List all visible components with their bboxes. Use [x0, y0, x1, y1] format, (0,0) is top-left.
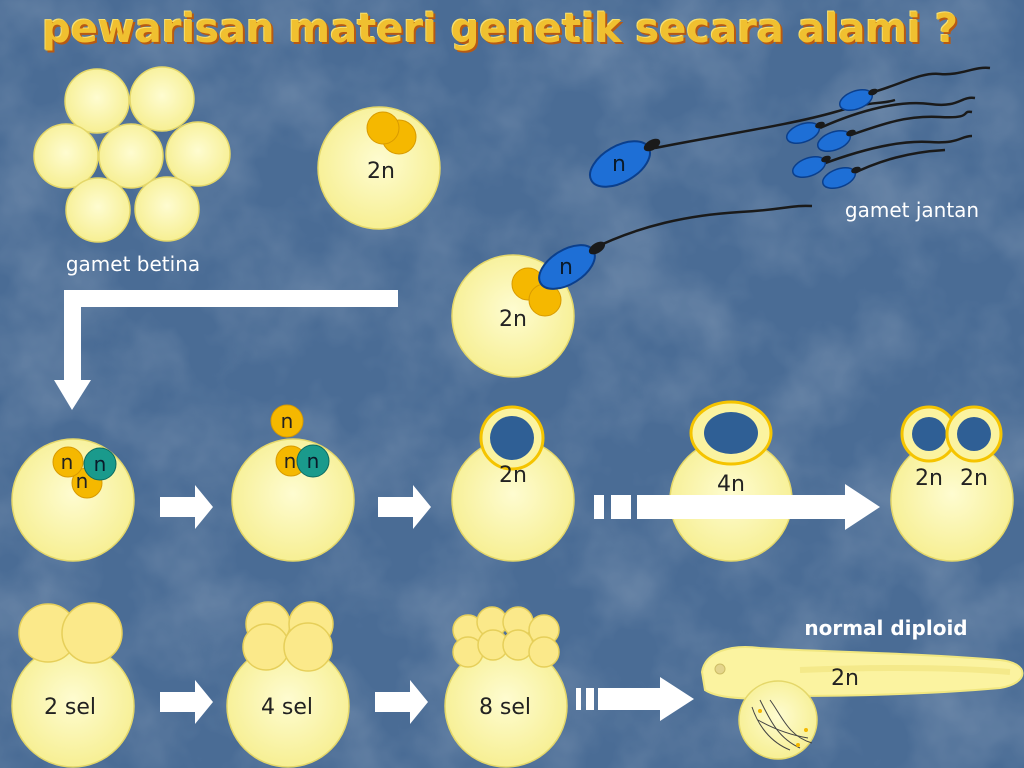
stage-3-egg: 2n: [451, 405, 575, 562]
slide-title: pewarisan materi genetik secara alami ?: [42, 6, 958, 52]
arrow-2-3: [378, 485, 431, 529]
stage4-ploidy: 4n: [717, 472, 745, 497]
stage3-ploidy: 2n: [499, 463, 527, 488]
arrow-3-4: [637, 484, 880, 530]
arrow-1-2: [160, 485, 213, 529]
label-4-sel: 4 sel: [261, 695, 313, 720]
label-fert-sperm-n: n: [559, 255, 573, 280]
stage5-right: 2n: [960, 466, 988, 491]
sperm-cluster: n: [589, 66, 991, 190]
stage2-n1: n: [284, 449, 297, 473]
elbow-arrow: [54, 290, 398, 410]
stage-1-egg: n n n: [11, 438, 135, 562]
stage2-n2: n: [307, 449, 320, 473]
label-larva-ploidy: 2n: [831, 666, 859, 691]
label-fert-ploidy: 2n: [499, 307, 527, 332]
stage1-n3: n: [76, 469, 89, 493]
label-8-sel: 8 sel: [479, 695, 531, 720]
arrow-3-4-dash-a: [594, 495, 604, 519]
arrow-8-larva-dash-b: [586, 688, 594, 710]
oocyte: 2n: [317, 106, 441, 230]
stage-2-egg: n n n: [231, 404, 355, 562]
label-gamet-jantan: gamet jantan: [845, 198, 979, 222]
cleavage-8-cell: 8 sel: [444, 606, 568, 768]
arrow-8-larva: [598, 677, 694, 721]
arrow-8-larva-dash-a: [576, 688, 581, 710]
row2-arrows: [160, 484, 880, 530]
stage2-polar-n: n: [281, 409, 294, 433]
label-gamet-betina: gamet betina: [66, 252, 200, 276]
stage1-n1: n: [61, 450, 74, 474]
larva: 2n: [700, 646, 1024, 760]
fertilization: n 2n: [451, 204, 813, 378]
cleavage-2-cell: 2 sel: [11, 602, 135, 768]
label-2-sel: 2 sel: [44, 695, 96, 720]
stage1-n2: n: [94, 452, 107, 476]
arrow-3-4-dash-b: [611, 495, 631, 519]
cleavage-4-cell: 4 sel: [226, 601, 350, 768]
label-sperm-n: n: [612, 152, 626, 177]
row3-arrows: [160, 677, 694, 724]
arrow-4-8: [375, 680, 428, 724]
stage-4-egg: 4n: [669, 400, 793, 562]
stage5-left: 2n: [915, 466, 943, 491]
female-gamete-cluster: [33, 66, 231, 243]
arrow-2-4: [160, 680, 213, 724]
label-normal-diploid: normal diploid: [804, 616, 967, 640]
label-oocyte-ploidy: 2n: [367, 159, 395, 184]
stage-5-egg: 2n 2n: [890, 405, 1014, 562]
